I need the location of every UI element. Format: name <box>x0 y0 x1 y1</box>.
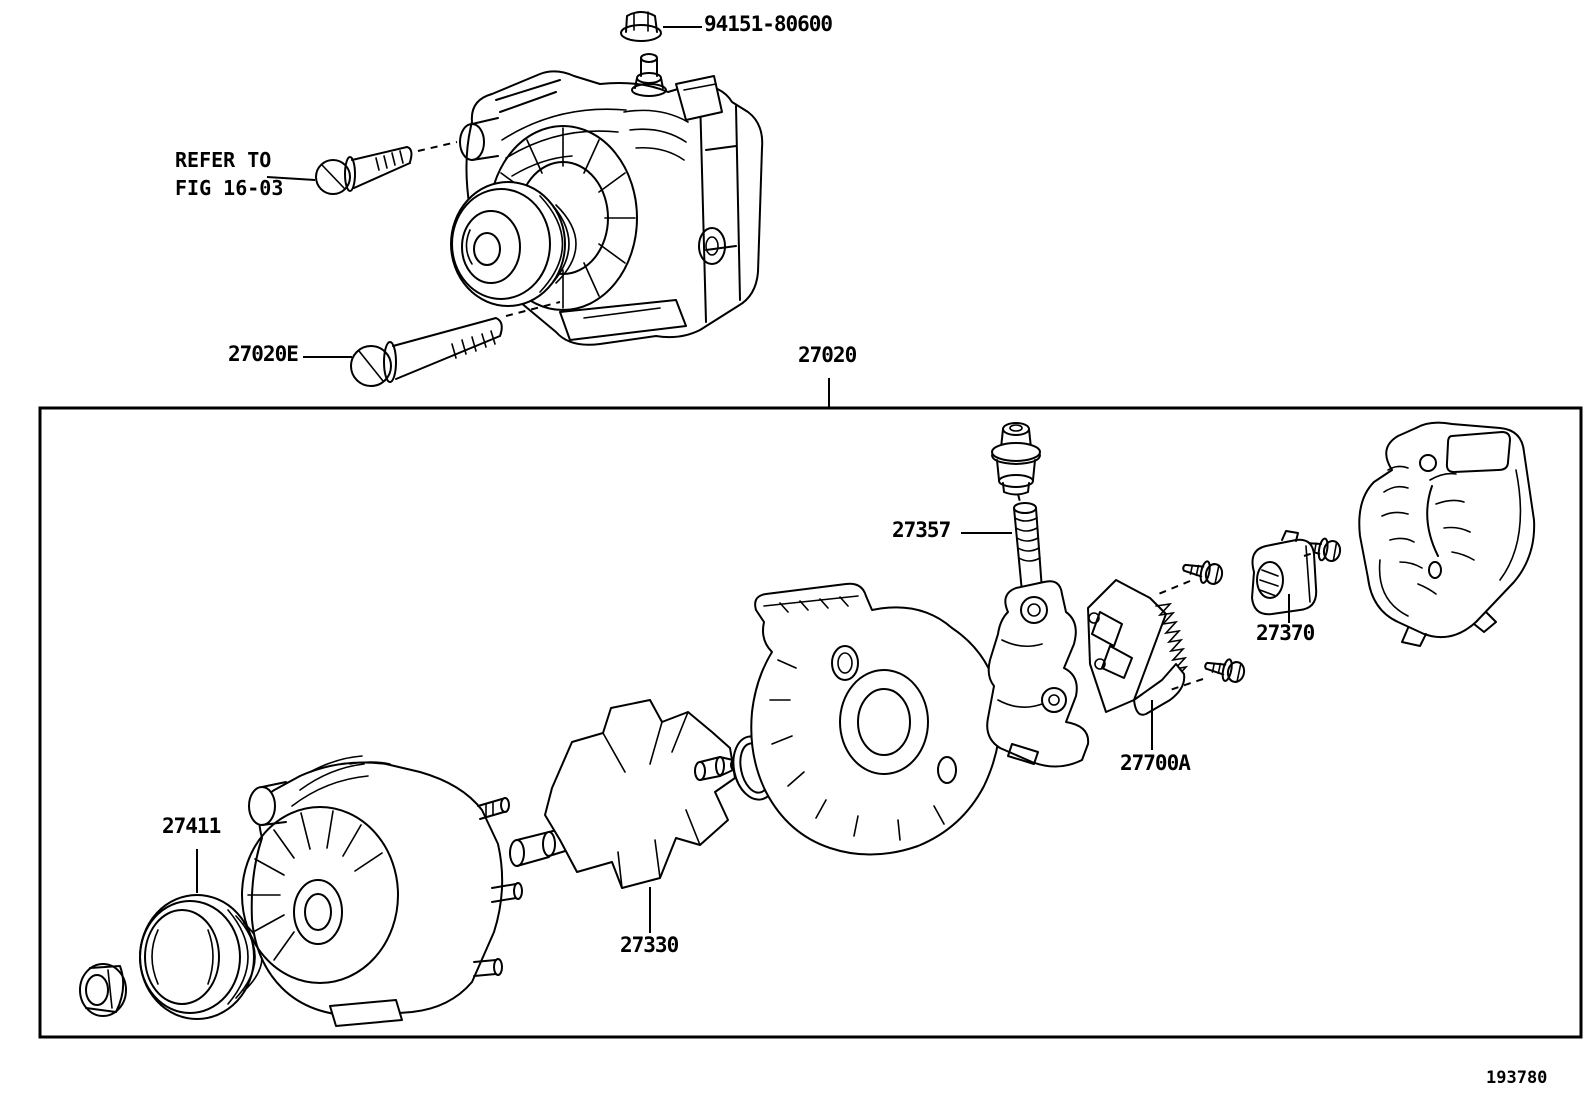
rectifier-drawing <box>1087 579 1189 716</box>
label-brush-holder-cover: 27370 <box>1256 621 1315 645</box>
pulley-drawing <box>139 894 263 1020</box>
label-alternator-assembly: 27020 <box>798 343 857 367</box>
label-refer-note-line2: FIG 16-03 <box>175 176 284 200</box>
terminal-stud-drawing <box>1013 502 1043 596</box>
alternator-assembly-drawing <box>450 53 764 346</box>
brush-holder-drawing <box>986 580 1090 768</box>
terminal-insulator-drawing <box>991 422 1041 496</box>
drive-end-frame-drawing <box>241 755 523 1027</box>
pulley-nut-drawing <box>79 963 127 1017</box>
label-pulley: 27411 <box>162 814 221 838</box>
rotor-drawing <box>509 699 738 889</box>
screw-drawing <box>1202 653 1248 686</box>
figure-frame <box>38 406 1583 1039</box>
brush-holder-cover-drawing <box>1251 530 1318 616</box>
label-terminal-stud: 27357 <box>892 518 951 542</box>
rectifier-end-frame-drawing <box>750 582 1017 856</box>
through-bolt-drawing <box>350 317 503 387</box>
lock-nut-drawing <box>620 11 662 42</box>
label-rectifier: 27700A <box>1120 751 1191 775</box>
leader-lines <box>196 26 1290 933</box>
assembly-axis-dashes <box>417 141 1317 691</box>
label-through-bolt: 27020E <box>228 342 299 366</box>
label-refer-note-line1: REFER TO <box>175 148 272 172</box>
label-rotor: 27330 <box>620 933 679 957</box>
terminal-stud-top-drawing <box>631 53 667 97</box>
pivot-bolt-drawing <box>315 146 413 195</box>
figure-code: 193780 <box>1486 1068 1548 1088</box>
label-lock-nut: 94151-80600 <box>704 12 833 36</box>
rear-end-cover-drawing <box>1358 421 1536 647</box>
